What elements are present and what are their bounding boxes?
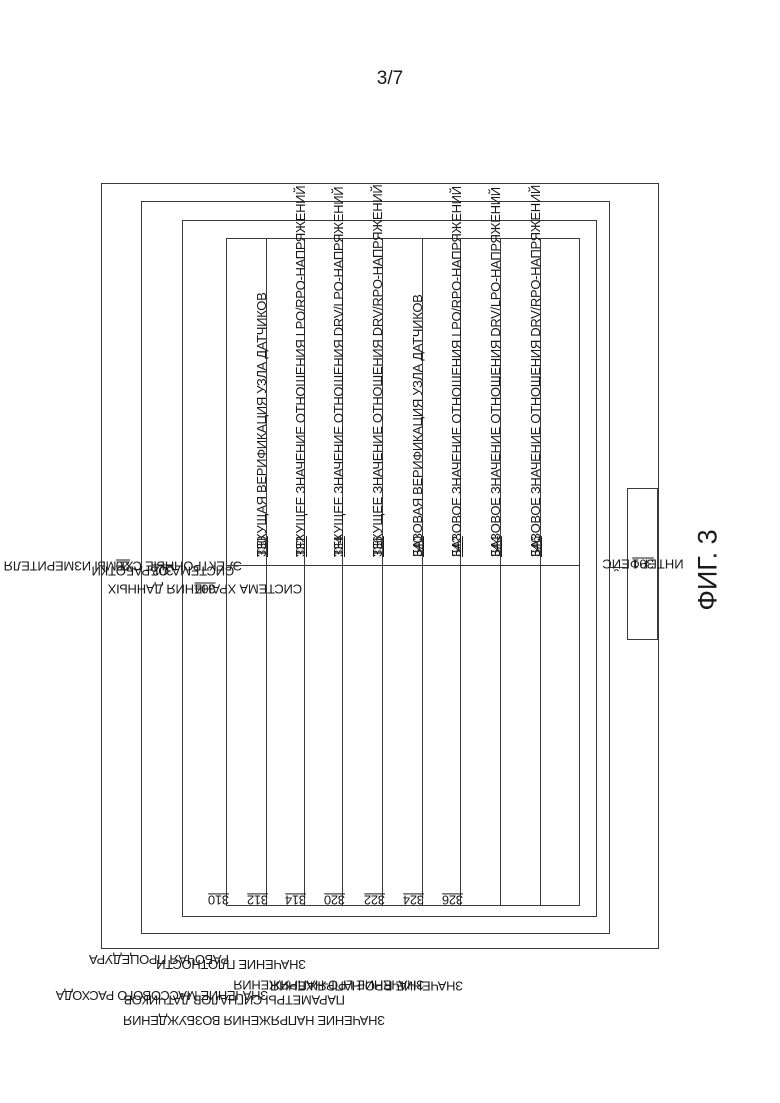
- table-cell-left: [501, 579, 540, 905]
- table-row: ЗНАЧЕНИЕ RPO-НАПРЯЖЕНИЯ 326 БАЗОВОЕ ЗНАЧЕ…: [461, 239, 501, 905]
- figure-caption: ФИГ. 3: [678, 520, 738, 620]
- table-cell-left: РАБОЧАЯ ПРОЦЕДУРА 310: [227, 579, 266, 905]
- table-row: ЗНАЧЕНИЕ НАПРЯЖЕНИЯ ВОЗБУЖДЕНИЯ 322 БАЗОВ…: [383, 239, 423, 905]
- processing-system-label: СИСТЕМА ОБРАБОТКИ 302: [152, 291, 174, 851]
- table-cell-right: [541, 239, 579, 565]
- table-row: ЗНАЧЕНИЕ МАССОВОГО РАСХОДА 312 ТЕКУЩЕЕ ЗН…: [267, 239, 305, 905]
- table-cell-right: БАЗОВОЕ ЗНАЧЕНИЕ ОТНОШЕНИЯ DRV/RPO-НАПРЯ…: [501, 239, 540, 565]
- storage-data-table: РАБОЧАЯ ПРОЦЕДУРА 310 ТЕКУЩАЯ ВЕРИФИКАЦИЯ…: [226, 238, 580, 906]
- table-row: ЗНАЧЕНИЕ ПЛОТНОСТИ 314 ТЕКУЩЕЕ ЗНАЧЕНИЕ О…: [305, 239, 343, 905]
- page-number: 3/7: [360, 68, 420, 90]
- table-row: БАЗОВОЕ ЗНАЧЕНИЕ ОТНОШЕНИЯ DRV/RPO-НАПРЯ…: [501, 239, 541, 905]
- table-cell-left: ЗНАЧЕНИЕ RPO-НАПРЯЖЕНИЯ 326: [461, 579, 500, 905]
- table-cell-right: БАЗОВОЕ ЗНАЧЕНИЕ ОТНОШЕНИЯ DRV/LPO-НАПРЯ…: [461, 239, 500, 565]
- table-row: [541, 239, 579, 905]
- table-row: РАБОЧАЯ ПРОЦЕДУРА 310 ТЕКУЩАЯ ВЕРИФИКАЦИЯ…: [227, 239, 267, 905]
- table-cell-left: ЗНАЧЕНИЕ LPO-НАПРЯЖЕНИЯ 324: [423, 579, 460, 905]
- table-cell-left: ЗНАЧЕНИЕ НАПРЯЖЕНИЯ ВОЗБУЖДЕНИЯ 322: [383, 579, 422, 905]
- table-cell-left: [541, 579, 579, 905]
- storage-system-label: СИСТЕМА ХРАНЕНИЯ ДАННЫХ 304: [194, 309, 216, 869]
- table-cell-right: БАЗОВАЯ ВЕРИФИКАЦИЯ УЗЛА ДАТЧИКОВ 340: [383, 239, 422, 565]
- table-cell-left: ПАРАМЕТРЫ СИГНАЛОВ ДАТЧИКОВ 320: [343, 579, 382, 905]
- table-cell-right: ТЕКУЩЕЕ ЗНАЧЕНИЕ ОТНОШЕНИЯ LPO/RPO-НАПРЯ…: [267, 239, 304, 565]
- table-cell-left: ЗНАЧЕНИЕ ПЛОТНОСТИ 314: [305, 579, 342, 905]
- table-cell-right: БАЗОВОЕ ЗНАЧЕНИЕ ОТНОШЕНИЯ LPO/RPO-НАПРЯ…: [423, 239, 460, 565]
- table-cell-right: ТЕКУЩАЯ ВЕРИФИКАЦИЯ УЗЛА ДАТЧИКОВ 330: [227, 239, 266, 565]
- table-cell-right: ТЕКУЩЕЕ ЗНАЧЕНИЕ ОТНОШЕНИЯ DRV/LPO-НАПРЯ…: [305, 239, 342, 565]
- table-row: ЗНАЧЕНИЕ LPO-НАПРЯЖЕНИЯ 324 БАЗОВОЕ ЗНАЧЕ…: [423, 239, 461, 905]
- interface-box: ИНТЕРФЕЙС 301: [627, 488, 658, 640]
- table-cell-right: ТЕКУЩЕЕ ЗНАЧЕНИЕ ОТНОШЕНИЯ DRV/RPO-НАПРЯ…: [343, 239, 382, 565]
- table-row: ПАРАМЕТРЫ СИГНАЛОВ ДАТЧИКОВ 320 ТЕКУЩЕЕ З…: [343, 239, 383, 905]
- table-cell-left: ЗНАЧЕНИЕ МАССОВОГО РАСХОДА 312: [267, 579, 304, 905]
